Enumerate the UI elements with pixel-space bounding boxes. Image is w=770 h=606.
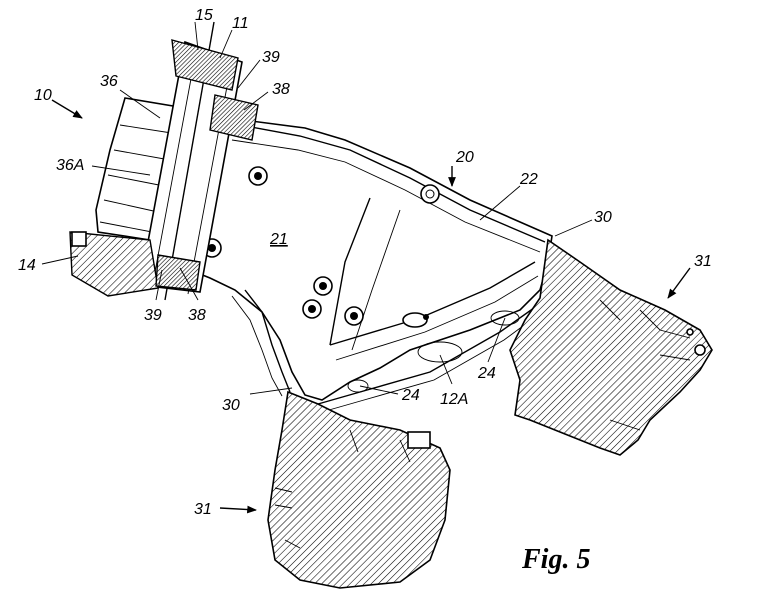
leader-24-left [359,385,399,395]
frame-upper-edge-2 [231,139,541,253]
leader-38-top [243,91,269,111]
leader-12A [439,354,453,385]
rail-12A-edge [321,305,551,413]
label-38-top: 38 [272,81,290,98]
label-31-left: 31 [194,501,212,518]
label-24-right: 24 [477,365,496,382]
label-39-bottom: 39 [144,307,162,324]
figure-caption: Fig. 5 [521,544,590,575]
label-15: 15 [195,7,213,24]
right-casting-detail [599,299,691,431]
bearing-38-bottom [155,254,201,291]
frame-body [194,117,553,413]
leader-36A [91,165,151,176]
label-30-left: 30 [222,397,240,414]
label-36: 36 [100,73,118,90]
arrow-31-right [667,267,691,299]
label-38-bottom: 38 [188,307,206,324]
leader-lines [41,21,691,514]
label-14: 14 [18,257,36,274]
arrow-31-left [219,505,257,514]
frame-lower-rib [329,261,536,346]
label-21: 21 [269,231,288,248]
bearing-38-top [209,94,259,141]
leader-14 [41,255,79,265]
lower-casting-body [267,390,451,589]
label-11: 11 [232,15,249,32]
frame-upper-flange [239,124,546,243]
leader-39-bottom [155,269,163,301]
leader-36 [119,89,161,119]
frame-diagonal-edge [329,197,371,346]
label-12A: 12A [440,391,468,408]
leader-22 [479,185,521,221]
lower-casting [267,390,451,589]
leader-39-top [237,59,261,89]
leader-38-bottom [179,267,199,301]
label-31-right: 31 [694,253,712,270]
label-24-left: 24 [401,387,420,404]
leader-11 [219,29,233,59]
label-39-top: 39 [262,49,280,66]
frame-diagonal-edge-2 [351,209,401,351]
housing-36-ribs [99,124,179,233]
frame-left-leg [244,289,291,393]
label-22: 22 [519,171,538,188]
right-casting [509,238,713,456]
rail-12A [317,297,549,405]
label-36A: 36A [56,157,84,174]
arrow-10 [51,99,83,119]
leader-30-right [554,219,593,237]
bottom-housing-14 [69,231,159,297]
top-cap-15 [171,39,239,91]
label-20: 20 [455,149,474,166]
bolt-head [71,231,87,247]
right-casting-body [509,238,713,456]
leader-24-right [487,317,506,363]
lower-casting-detail [274,429,411,549]
label-10: 10 [34,87,52,104]
leader-30-left [249,387,293,395]
leader-15 [194,21,199,51]
steering-head-assembly [69,21,259,301]
label-30-right: 30 [594,209,612,226]
reference-labels: 15 11 39 38 10 36 36A 20 22 21 30 31 14 … [18,7,712,518]
frame-lower-rib-2 [335,275,539,361]
frame-left-leg-2 [231,295,283,397]
